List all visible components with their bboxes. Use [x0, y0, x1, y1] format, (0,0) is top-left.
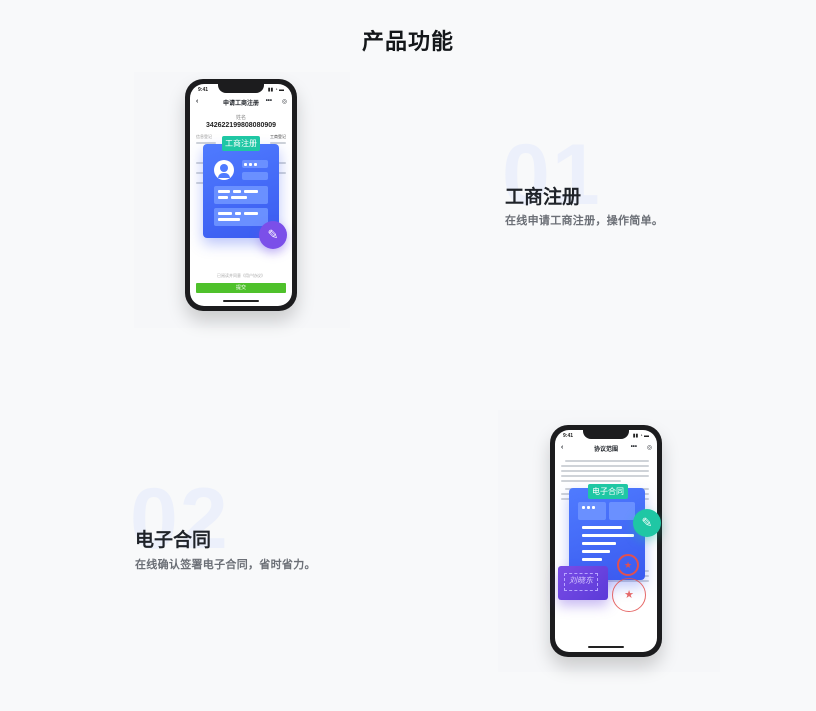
agreement-text[interactable]: 已阅读并同意《用户协议》: [217, 273, 265, 278]
phone-nav-bar: ‹ 协议范围 ••• ◎: [555, 444, 657, 456]
card-bar: [218, 190, 230, 193]
form-line: [196, 182, 206, 184]
id-number: 342622199808080909: [205, 122, 277, 129]
feature-title: 工商注册: [505, 187, 582, 208]
card-bar: [582, 534, 634, 537]
form-line: [196, 162, 206, 164]
more-icon: •••: [265, 98, 272, 104]
card-bar: [218, 196, 228, 199]
feature-title: 电子合同: [135, 530, 212, 551]
feature-number: 01: [502, 127, 602, 223]
back-icon: ‹: [196, 98, 199, 105]
contract-text-line: [565, 460, 649, 462]
signal-icon: ▮▮ ◔ ▬: [267, 87, 284, 93]
name-label: 姓名: [235, 115, 246, 121]
star-stamp-icon: ★: [617, 554, 639, 576]
card-field: [609, 502, 635, 520]
status-time: 9:41: [563, 433, 574, 439]
contract-text-line: [561, 475, 649, 477]
nav-title: 申请工商注册: [222, 101, 259, 107]
business-registration-card: [203, 144, 279, 238]
card-bar: [582, 526, 622, 529]
card-bar: [218, 212, 232, 215]
form-line: [270, 142, 286, 144]
red-seal-stamp-icon: ★: [612, 578, 646, 612]
info-label-left: 信息登记: [196, 134, 212, 139]
phone-notch: [218, 84, 264, 93]
phone-nav-bar: ‹ 申请工商注册 ••• ◎: [190, 98, 292, 110]
card-bar: [233, 190, 241, 193]
card-bar: [244, 163, 247, 166]
feature-description: 在线确认签署电子合同，省时省力。: [135, 559, 316, 571]
card-bar: [249, 163, 252, 166]
pencil-icon[interactable]: ✎: [259, 221, 287, 249]
more-icon: •••: [630, 444, 637, 450]
form-line: [196, 142, 216, 144]
card-bar: [254, 163, 257, 166]
card-bar: [244, 212, 258, 215]
back-icon: ‹: [561, 444, 564, 451]
form-line: [196, 172, 206, 174]
card-bar: [587, 506, 590, 509]
card-bar: [218, 218, 240, 221]
card-field: [214, 186, 268, 204]
target-icon: ◎: [646, 445, 652, 451]
card-bar: [582, 542, 616, 545]
signature-box[interactable]: 刘晓东: [558, 566, 608, 600]
status-time: 9:41: [198, 87, 209, 93]
card-bar: [235, 212, 241, 215]
card-field: [242, 172, 268, 180]
contract-text-line: [561, 480, 621, 482]
feature-number: 02: [130, 471, 230, 567]
signature-text: 刘晓东: [564, 573, 598, 591]
card-bar: [582, 550, 610, 553]
card-tag-business-registration: 工商注册: [222, 136, 260, 151]
card-bar: [582, 506, 585, 509]
contract-text-line: [561, 470, 649, 472]
submit-button[interactable]: 提交: [196, 283, 286, 293]
form-line: [276, 172, 286, 174]
nav-title: 协议范围: [593, 447, 618, 453]
home-indicator: [588, 646, 624, 648]
info-label-right: 工商登记: [270, 134, 286, 139]
pencil-icon[interactable]: ✎: [633, 509, 661, 537]
home-indicator: [223, 300, 259, 302]
e-contract-card: ★: [569, 488, 645, 580]
card-tag-e-contract: 电子合同: [588, 484, 628, 499]
target-icon: ◎: [281, 99, 287, 105]
card-field: [578, 502, 606, 520]
card-bar: [244, 190, 258, 193]
avatar-icon: [214, 160, 234, 180]
contract-text-line: [561, 465, 649, 467]
signal-icon: ▮▮ ◔ ▬: [632, 433, 649, 439]
card-field: [214, 208, 268, 226]
card-bar: [231, 196, 247, 199]
card-bar: [592, 506, 595, 509]
phone-notch: [583, 430, 629, 439]
card-bar: [582, 558, 602, 561]
page-title: 产品功能: [361, 29, 454, 54]
form-line: [276, 162, 286, 164]
feature-description: 在线申请工商注册，操作简单。: [505, 215, 664, 227]
